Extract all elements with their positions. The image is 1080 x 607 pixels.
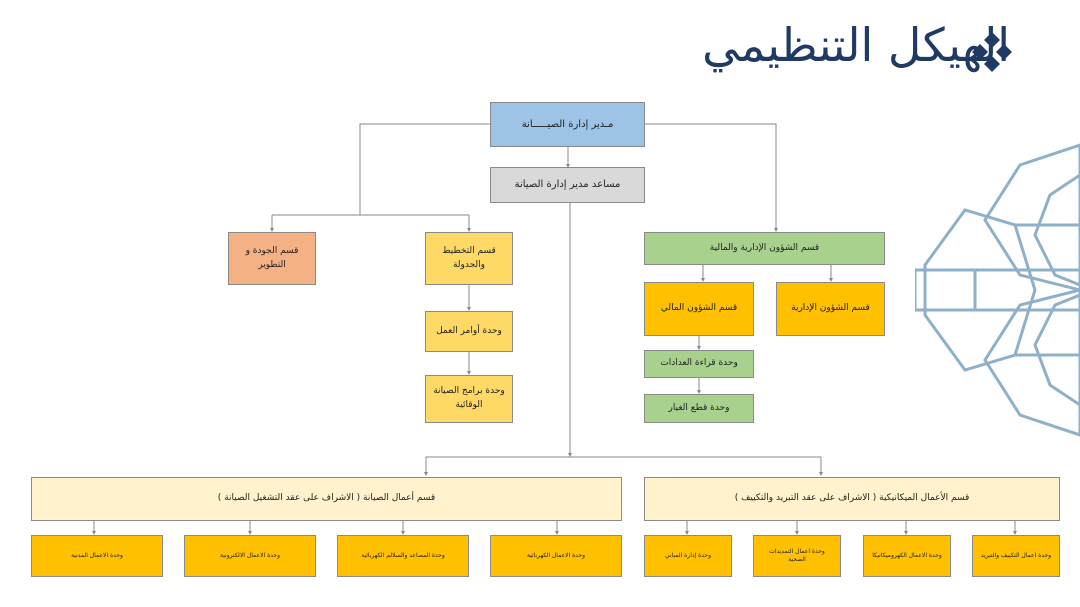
page-title: الهيكل التنظيمي [702,18,1010,72]
planning-scheduling-box: قسم التخطيط والجدولة [425,232,513,285]
diamond-cluster-icon [972,32,1012,72]
work-orders-unit-box: وحدة أوامر العمل [425,311,513,352]
administrative-affairs-box: قسم الشؤون الإدارية [776,282,885,336]
admin-finance-box: قسم الشؤون الإدارية والمالية [644,232,885,265]
geometric-star-pattern-icon [915,143,1080,437]
elevators-escalators-unit-box: وحدة المصاعد والسلالم الكهربائية [337,535,469,577]
building-management-unit-box: وحدة إدارة المباني [644,535,732,577]
civil-works-unit-box: وحدة الاعمال المدنية [31,535,163,577]
quality-development-box: قسم الجودة و التطوير [228,232,316,285]
financial-affairs-box: قسم الشؤون المالي [644,282,754,336]
electrical-works-unit-box: وحدة الاعمال الكهربائية [490,535,622,577]
electromechanical-unit-box: وحدة الاعمال الكهروميكانيكا [863,535,951,577]
maintenance-works-box: قسم أعمال الصيانة ( الاشراف على عقد التش… [31,477,622,521]
director-box: مـدير إدارة الصيـــــانة [490,102,645,147]
hvac-works-unit-box: وحدة اعمال التكييف والتبريد [972,535,1060,577]
preventive-maintenance-unit-box: وحدة برامج الصيانة الوقائية [425,375,513,423]
electronic-works-unit-box: وحدة الاعمال الالكترونية [184,535,316,577]
meter-reading-unit-box: وحدة قراءة العدادات [644,350,754,378]
assistant-director-box: مساعد مدير إدارة الصيانة [490,167,645,203]
plumbing-works-unit-box: وحدة اعمال التمديدات الصحية [753,535,841,577]
spare-parts-unit-box: وحدة قطع الغيار [644,394,754,423]
mechanical-works-box: قسم الأعمال الميكانيكية ( الاشراف على عق… [644,477,1060,521]
